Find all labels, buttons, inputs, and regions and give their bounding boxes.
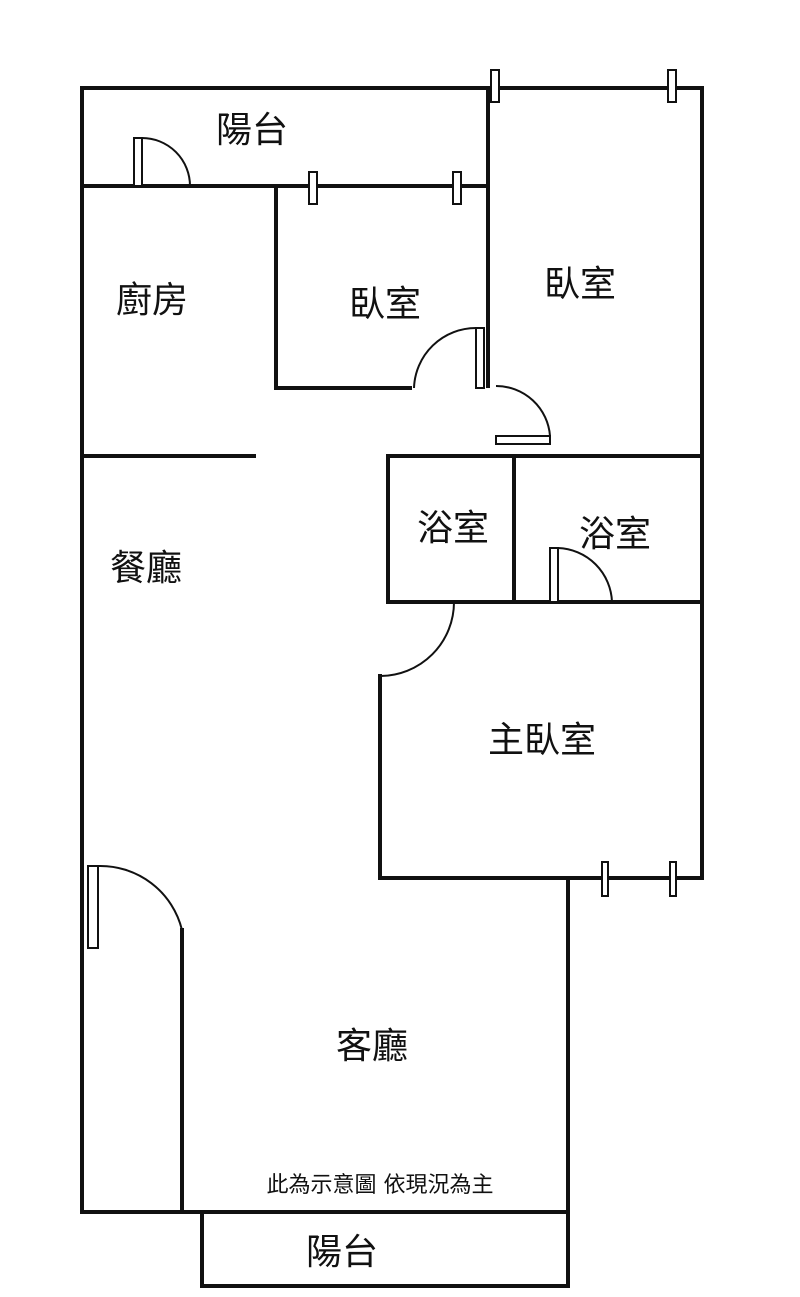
bedroom-right-label: 臥室 bbox=[544, 264, 616, 305]
balcony-top-label: 陽台 bbox=[216, 110, 288, 151]
living-room-label: 客廳 bbox=[336, 1026, 408, 1067]
disclaimer-note: 此為示意圖 依現況為主 bbox=[267, 1173, 494, 1198]
swing-doors bbox=[87, 137, 613, 949]
dining-label: 餐廳 bbox=[110, 548, 182, 589]
balcony-bottom-label: 陽台 bbox=[306, 1232, 378, 1273]
bathroom-2-label: 浴室 bbox=[579, 514, 651, 555]
master-bedroom-label: 主臥室 bbox=[488, 720, 596, 761]
walls bbox=[80, 86, 704, 1288]
bedroom-small-label: 臥室 bbox=[349, 284, 421, 325]
sliding-doors bbox=[308, 69, 704, 897]
kitchen-label: 廚房 bbox=[116, 280, 188, 321]
bathroom-1-label: 浴室 bbox=[417, 508, 489, 549]
